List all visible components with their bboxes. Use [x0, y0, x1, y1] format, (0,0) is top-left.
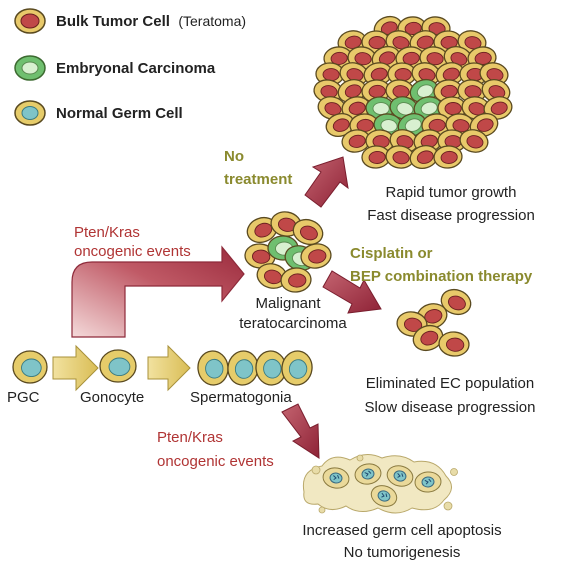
- bulk-tumor-cell: [361, 145, 391, 169]
- apoptotic-fragment: [356, 454, 364, 462]
- no-treatment-line1: No: [224, 148, 244, 165]
- legend-bulk-label: Bulk Tumor Cell: [56, 13, 170, 30]
- rapid-tumor-cluster: [313, 15, 513, 169]
- bulk-tumor-cell: [256, 263, 288, 289]
- oncogenic-bottom-line2: oncogenic events: [157, 453, 274, 470]
- bulk-tumor-cell: [396, 311, 428, 337]
- legend-bulk-tumor-cell-icon: [14, 8, 46, 34]
- rapid-growth-line2: Fast disease progression: [367, 207, 535, 224]
- bulk-tumor-cell: [313, 79, 343, 103]
- svg-text:Bulk Tumor Cell (Teratom: Bulk Tumor Cell (Teratoma): [56, 13, 246, 30]
- apoptosis-line1: Increased germ cell apoptosis: [302, 522, 501, 539]
- bulk-tumor-cell: [411, 62, 441, 86]
- bulk-tumor-cell: [459, 129, 489, 153]
- legend-bulk-qualifier: (Teratoma): [178, 13, 246, 29]
- pgc-cell: [12, 350, 48, 384]
- bulk-tumor-cell: [433, 145, 463, 169]
- bulk-tumor-cell: [341, 129, 371, 153]
- bulk-tumor-cell: [300, 243, 332, 269]
- apoptotic-cells: [302, 454, 458, 514]
- bulk-tumor-cell: [280, 267, 312, 293]
- bulk-tumor-cell: [325, 113, 355, 137]
- bulk-tumor-cell: [433, 79, 463, 103]
- oncogenic-path-arrow: [71, 245, 245, 338]
- therapy-line1: Cisplatin or: [350, 245, 433, 262]
- pgc-label: PGC: [7, 389, 40, 406]
- therapy-arrow: [322, 270, 382, 314]
- apoptotic-fragment: [311, 465, 321, 475]
- no-treatment-arrow: [304, 156, 349, 208]
- legend-normal-germ-cell-icon: [14, 100, 46, 126]
- normal-germ-cell: [255, 350, 287, 386]
- apoptosis-arrow: [281, 403, 320, 459]
- spermatogonia-cells: [197, 350, 313, 386]
- bulk-tumor-cell: [339, 62, 369, 86]
- normal-germ-cell: [197, 350, 229, 386]
- apoptotic-germ-cell: [370, 485, 398, 507]
- oncogenic-top-line1: Pten/Kras: [74, 224, 140, 241]
- oncogenic-top-line2: oncogenic events: [74, 243, 191, 260]
- legend-ec-label: Embryonal Carcinoma: [56, 60, 216, 77]
- pgc-to-gonocyte-arrow: [52, 344, 99, 392]
- bulk-tumor-cell: [409, 145, 439, 169]
- apoptotic-germ-cell: [354, 463, 382, 485]
- bulk-tumor-cell: [246, 216, 278, 244]
- normal-germ-cell: [227, 350, 259, 386]
- apoptotic-germ-cell: [414, 471, 442, 493]
- legend-normal-label: Normal Germ Cell: [56, 105, 183, 122]
- apoptotic-fragment: [318, 506, 326, 514]
- normal-germ-cell: [99, 349, 137, 383]
- legend-embryonal-carcinoma-icon: [14, 55, 46, 81]
- bulk-tumor-cell: [483, 96, 513, 120]
- malignant-label-line2: teratocarcinoma: [239, 315, 347, 332]
- normal-germ-cell: [281, 350, 313, 386]
- malignant-label-line1: Malignant: [255, 295, 321, 312]
- bulk-tumor-cell: [440, 288, 472, 316]
- bulk-tumor-cell: [315, 62, 345, 86]
- gonocyte-to-spermatogonia-arrow: [147, 344, 191, 392]
- bulk-tumor-cell: [412, 324, 444, 352]
- spermatogonia-label: Spermatogonia: [190, 389, 292, 406]
- apoptotic-germ-cell: [322, 467, 350, 489]
- normal-germ-cell: [12, 350, 48, 384]
- legend: Bulk Tumor Cell (Teratoma) Embryonal Car…: [14, 8, 246, 126]
- eliminated-ec-cluster: [396, 288, 472, 357]
- no-treatment-line2: treatment: [224, 171, 292, 188]
- therapy-line2: BEP combination therapy: [350, 268, 533, 285]
- eliminated-ec-line1: Eliminated EC population: [366, 375, 534, 392]
- gonocyte-label: Gonocyte: [80, 389, 144, 406]
- apoptotic-fragment: [443, 501, 453, 511]
- eliminated-ec-line2: Slow disease progression: [365, 399, 536, 416]
- rapid-growth-line1: Rapid tumor growth: [386, 184, 517, 201]
- bulk-tumor-cell: [385, 145, 415, 169]
- bulk-tumor-cell: [438, 331, 470, 357]
- malignant-teratocarcinoma-cluster: [244, 211, 332, 293]
- bulk-tumor-cell: [292, 218, 324, 246]
- oncogenic-bottom-line1: Pten/Kras: [157, 429, 223, 446]
- apoptotic-germ-cell: [386, 465, 414, 487]
- gonocyte-cell: [99, 349, 137, 383]
- apoptosis-line2: No tumorigenesis: [344, 544, 461, 561]
- apoptotic-fragment: [450, 468, 458, 476]
